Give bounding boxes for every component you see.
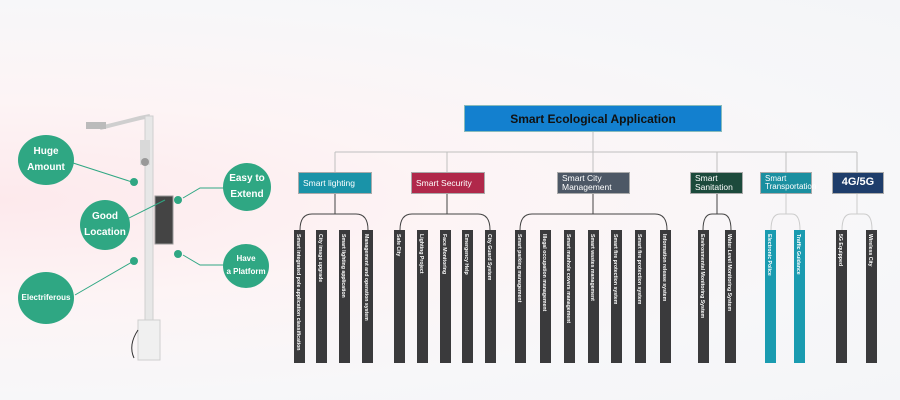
leaf-item: Electronic Police (765, 230, 776, 363)
leaf-item: Smart fire protection system (611, 230, 622, 363)
leaf-item: Smart fire protection system (635, 230, 646, 363)
category-smart-lighting: Smart lighting (298, 172, 372, 194)
leaf-item: Smart manhole covers management (564, 230, 575, 363)
leaf-item: Smart lighting application (339, 230, 350, 363)
feature-easy-to-extend: Easy to Extend (223, 163, 271, 211)
leaf-item: Smart wastes management (588, 230, 599, 363)
leaf-item: Smart parking management (515, 230, 526, 363)
root-node: Smart Ecological Application (464, 105, 722, 132)
category-smart-city-management: Smart City Management (557, 172, 630, 194)
leaf-item: Lighting Project (417, 230, 428, 363)
leaf-item: Safe City (394, 230, 405, 363)
leaf-item: Face Monitoring (440, 230, 451, 363)
leaf-item: Information release system (660, 230, 671, 363)
leaf-item: Wireless City (866, 230, 877, 363)
category-smart-security: Smart Security (411, 172, 485, 194)
leaf-item: Water Level Monitoring System (725, 230, 736, 363)
category-smart-sanitation: Smart Sanitation (690, 172, 743, 194)
leaf-item: Traffic Guidance (794, 230, 805, 363)
feature-good-location: Good Location (80, 200, 130, 250)
leaf-item: City image upgrade (316, 230, 327, 363)
leaf-item: Smart integrated pole application classi… (294, 230, 305, 363)
feature-electriferous: Electriferous (18, 272, 74, 324)
category-4g-5g: 4G/5G (832, 172, 884, 194)
leaf-item: Environmental Monitoring System (698, 230, 709, 363)
leaf-item: Management and operation system (362, 230, 373, 363)
leaf-item: Illegal occupation management (540, 230, 551, 363)
category-smart-transportation: Smart Transportation (760, 172, 816, 194)
leaf-item: Emergency Help (462, 230, 473, 363)
leaf-item: 5G Equipped (836, 230, 847, 363)
leaf-item: City Guard System (485, 230, 496, 363)
feature-huge-amount: Huge Amount (18, 135, 74, 185)
feature-have-a-platform: Have a Platform (223, 244, 269, 288)
